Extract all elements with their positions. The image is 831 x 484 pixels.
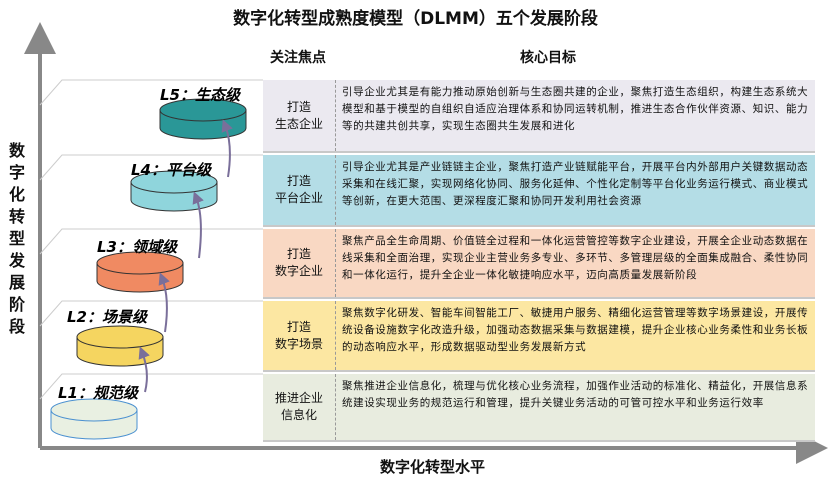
step-line [39, 228, 263, 255]
step-line [39, 154, 263, 181]
goal-column-header: 核心目标 [520, 50, 576, 66]
level-label: L1：规范级 [58, 384, 140, 402]
cylinder-level-5: L5：生态级 [159, 86, 247, 178]
level-row-4: 打造平台企业引导企业尤其是产业链链主企业，聚焦打造产业链赋能平台，开展平台内外部… [263, 155, 815, 227]
level-row-1: 推进企业信息化聚焦推进企业信息化，梳理与优化核心业务流程，加强作业活动的标准化、… [263, 374, 815, 442]
level-label: L4：平台级 [131, 161, 213, 179]
level-row-2: 打造数字场景聚焦数字化研发、智能车间智能工厂、敏捷用户服务、精细化运营管理等数字… [263, 301, 815, 372]
focus-text: 打造数字场景 [263, 301, 336, 370]
focus-text: 打造生态企业 [263, 80, 336, 151]
focus-column-header: 关注焦点 [270, 50, 326, 66]
level-row-3: 打造数字企业聚焦产品全生命周期、价值链全过程和一体化运营管控等数字企业建设，开展… [263, 229, 815, 299]
goal-text: 聚焦推进企业信息化，梳理与优化核心业务流程，加强作业活动的标准化、精益化，开展信… [342, 380, 809, 409]
step-line [39, 373, 263, 400]
step-line [39, 300, 263, 327]
level-label: L3：领域级 [97, 238, 179, 256]
goal-text: 聚焦数字化研发、智能车间智能工厂、敏捷用户服务、精细化运营管理等数字场景建设，开… [342, 307, 809, 353]
goal-text: 引导企业尤其是有能力推动原始创新与生态圈共建的企业，聚焦打造生态组织，构建生态系… [342, 86, 809, 132]
diagram-title: 数字化转型成熟度模型（DLMM）五个发展阶段 [233, 9, 598, 29]
y-axis-label: 数字化转型发展阶段 [8, 141, 25, 336]
goal-text: 聚焦产品全生命周期、价值链全过程和一体化运营管控等数字企业建设，开展全企业动态数… [342, 235, 809, 281]
focus-text: 打造数字企业 [263, 229, 336, 297]
level-label: L5：生态级 [160, 86, 242, 104]
focus-text: 推进企业信息化 [263, 374, 336, 440]
x-axis-label: 数字化转型水平 [380, 458, 486, 476]
step-line [39, 79, 263, 106]
focus-text: 打造平台企业 [263, 155, 336, 225]
cylinder-level-2: L2：场景级 [67, 308, 164, 393]
cylinder-level-1: L1：规范级 [50, 384, 140, 440]
goal-text: 引导企业尤其是产业链链主企业，聚焦打造产业链赋能平台，开展平台内外部用户关键数据… [342, 161, 809, 207]
cylinder-level-3: L3：领域级 [96, 238, 184, 333]
level-row-5: 打造生态企业引导企业尤其是有能力推动原始创新与生态圈共建的企业，聚焦打造生态组织… [263, 80, 815, 153]
level-label: L2：场景级 [67, 308, 149, 326]
cylinder-level-4: L4：平台级 [130, 161, 218, 259]
